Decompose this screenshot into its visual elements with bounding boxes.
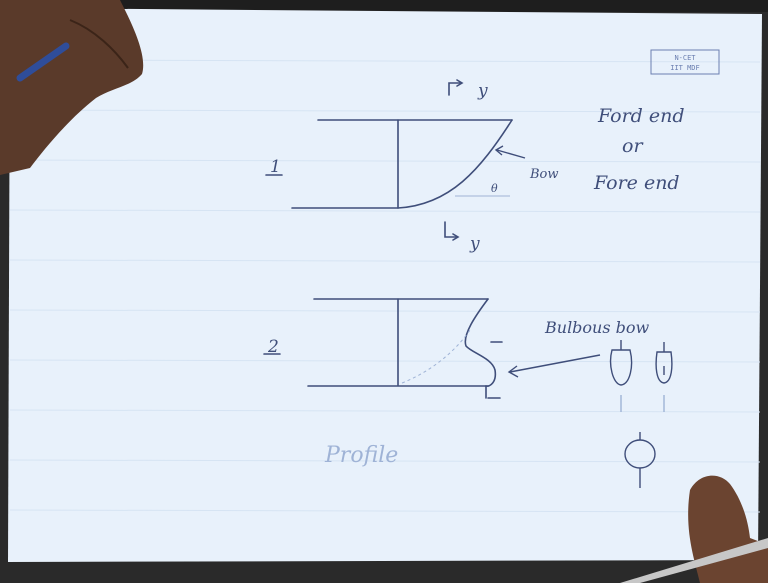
right-hand [688, 475, 768, 583]
bow-pointer-arrow [494, 145, 526, 159]
note-fore-end: Fore end [593, 172, 680, 194]
bulb-section-b [655, 351, 673, 384]
bulb-section-a [609, 349, 633, 386]
bulbous-bow-curve [464, 298, 497, 387]
note-bulbous-bow: Bulbous bow [544, 318, 650, 337]
section-marker-bottom [444, 221, 457, 238]
bulb-pointer-arrow [507, 354, 601, 378]
conventional-bow-dashed [401, 329, 471, 384]
paper-grid [9, 59, 761, 513]
marker-pen [16, 42, 70, 82]
pointer-stick [620, 538, 768, 583]
left-hand-crease [69, 19, 129, 69]
bulb-section-sketches [609, 340, 673, 488]
note-ford-end: Ford end [597, 105, 685, 127]
section-marker-bottom-arrow [452, 233, 460, 241]
top-edge [0, 0, 768, 12]
paper-sheet [8, 8, 762, 562]
section-marker-top [448, 82, 461, 96]
bow-label: Bow [529, 167, 559, 182]
figure-1-label: 1 [270, 157, 281, 177]
axis-label-bottom: y [469, 234, 480, 254]
section-marker-top-arrow [456, 79, 464, 87]
note-profile: Profile [324, 443, 398, 468]
stamp-line2: IIT MDF [670, 64, 700, 72]
figure-2-bulbous-bow-profile [263, 298, 503, 399]
axis-label-top: y [477, 81, 488, 101]
angle-symbol: θ [491, 182, 498, 195]
figure-1-bow-profile [265, 79, 513, 241]
stamp-line1: N-CET [674, 54, 696, 62]
header-stamp: N-CET IIT MDF [650, 49, 720, 75]
note-or: or [622, 135, 644, 157]
bow-curve [397, 119, 513, 209]
figure-2-label: 2 [267, 337, 279, 357]
